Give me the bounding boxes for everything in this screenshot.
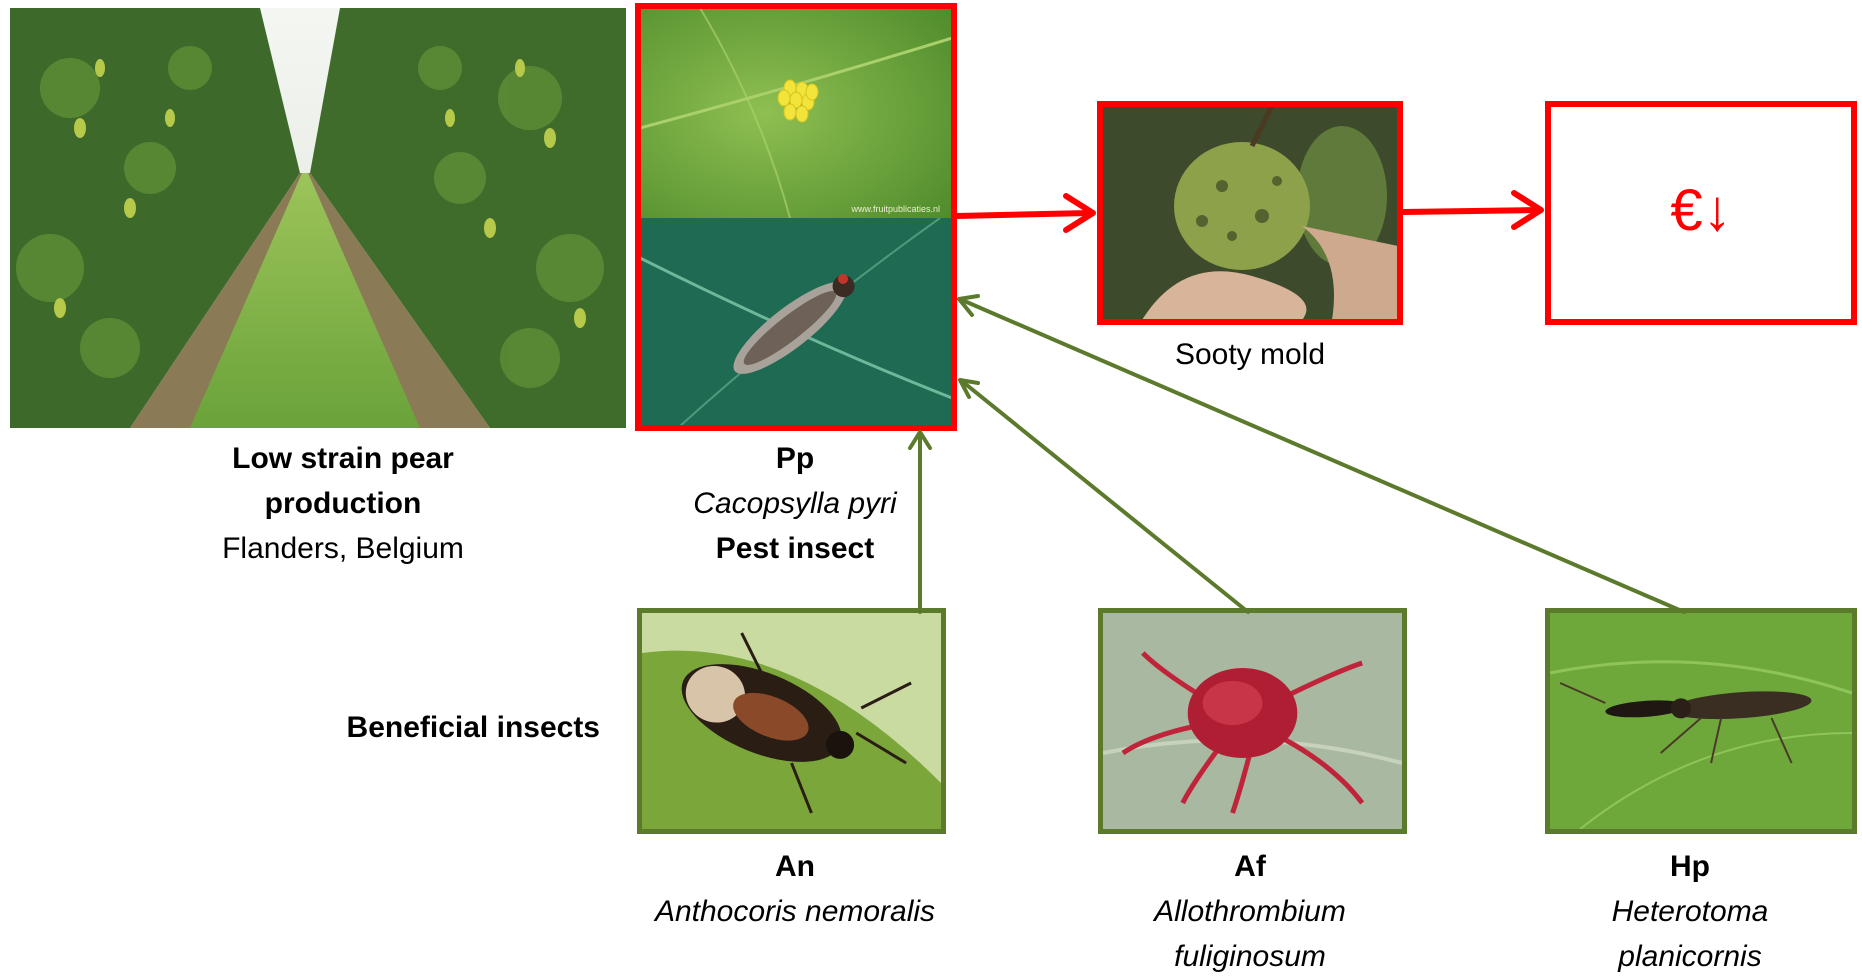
beneficial-af-species-line1: Allothrombium	[1080, 889, 1420, 934]
beneficial-an-abbr: An	[620, 844, 970, 889]
anthocoris-photo	[637, 608, 946, 834]
sooty-mold-label: Sooty mold	[1100, 332, 1400, 377]
beneficial-heading: Beneficial insects	[300, 705, 600, 750]
orchard-location: Flanders, Belgium	[168, 526, 518, 571]
pest-species: Cacopsylla pyri	[630, 481, 960, 526]
pest-to-mold-arrow	[957, 196, 1093, 230]
orchard-title-line1: Low strain pear	[168, 436, 518, 481]
orchard-caption: Low strain pear production Flanders, Bel…	[168, 436, 518, 571]
orchard-photo	[10, 8, 626, 428]
heterotoma-photo	[1545, 608, 1857, 834]
euro-down-symbol: €↓	[1545, 178, 1857, 244]
mold-to-economic-arrow	[1403, 193, 1541, 227]
pest-abbr: Pp	[630, 436, 960, 481]
orchard-title-line2: production	[168, 481, 518, 526]
beneficial-hp-abbr: Hp	[1530, 844, 1850, 889]
beneficial-hp-species-line1: Heterotoma	[1530, 889, 1850, 934]
beneficial-an-species: Anthocoris nemoralis	[620, 889, 970, 934]
sooty-mold-frame	[1097, 101, 1403, 325]
pest-frame	[635, 3, 957, 431]
af-to-pest-arrow	[960, 380, 1248, 612]
beneficial-hp-caption: Hp Heterotoma planicornis	[1530, 844, 1850, 979]
beneficial-af-species-line2: fuliginosum	[1080, 934, 1420, 979]
pest-caption: Pp Cacopsylla pyri Pest insect	[630, 436, 960, 571]
beneficial-hp-species-line2: planicornis	[1530, 934, 1850, 979]
pest-role: Pest insect	[630, 526, 960, 571]
beneficial-af-caption: Af Allothrombium fuliginosum	[1080, 844, 1420, 979]
beneficial-af-abbr: Af	[1080, 844, 1420, 889]
allothrombium-photo	[1098, 608, 1407, 834]
beneficial-an-caption: An Anthocoris nemoralis	[620, 844, 970, 934]
